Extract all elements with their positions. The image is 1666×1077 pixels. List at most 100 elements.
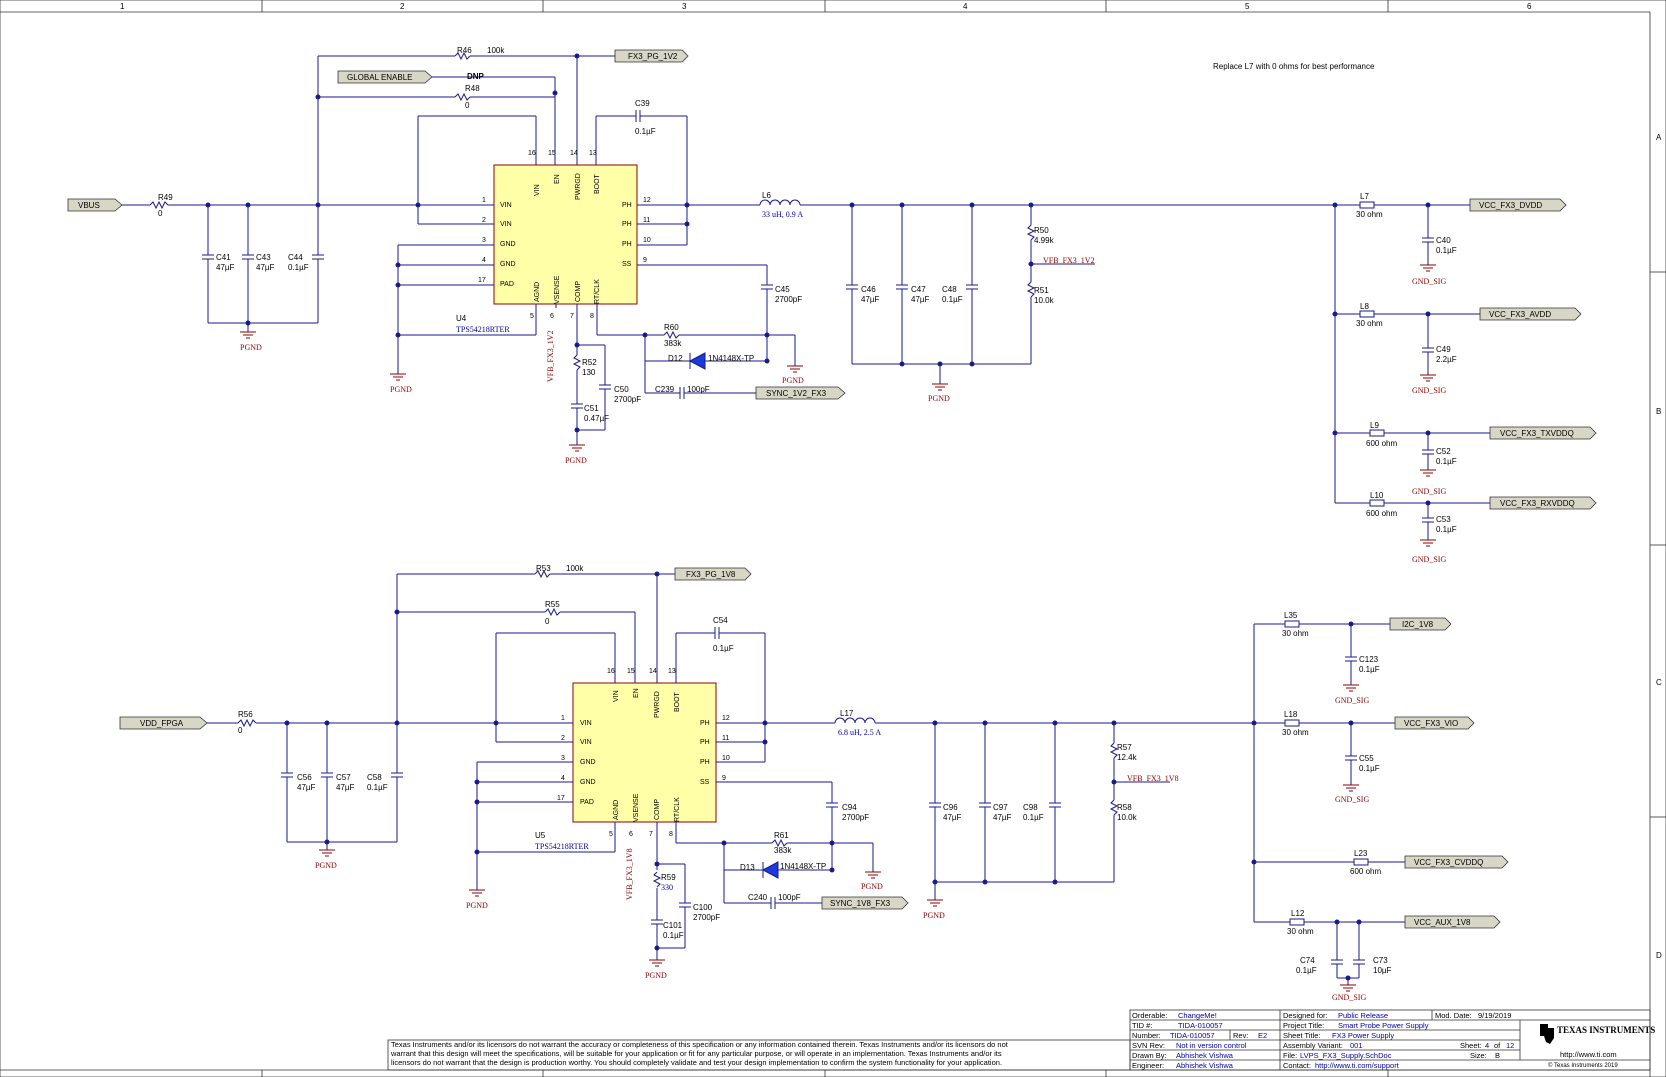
svg-text:0.1µF: 0.1µF [713, 644, 734, 653]
svg-text:2700pF: 2700pF [614, 395, 641, 404]
svg-text:C74: C74 [1300, 956, 1315, 965]
svg-text:RT/CLK: RT/CLK [594, 279, 601, 304]
svg-text:PAD: PAD [500, 281, 514, 288]
svg-text:PGND: PGND [240, 343, 262, 352]
svg-text:10.0k: 10.0k [1117, 813, 1138, 822]
svg-text:4: 4 [482, 257, 486, 264]
svg-text:EN: EN [554, 174, 561, 184]
svg-text:600 ohm: 600 ohm [1366, 439, 1397, 448]
svg-text:C41: C41 [216, 253, 231, 262]
svg-text:Sheet Title:: Sheet Title: [1283, 1031, 1321, 1040]
svg-text:GLOBAL ENABLE: GLOBAL ENABLE [347, 73, 413, 82]
u4-vsense-net: VFB_FX3_1V2 [546, 330, 555, 382]
svg-text:100pF: 100pF [778, 893, 801, 902]
svg-text:VSENSE: VSENSE [554, 275, 561, 304]
svg-text:R60: R60 [664, 323, 679, 332]
svg-text:33 uH, 0.9 A: 33 uH, 0.9 A [762, 210, 803, 219]
svg-text:SS: SS [700, 779, 710, 786]
global-enable-port [337, 70, 433, 84]
disclaimer-line: licensors do not warrant that the design… [391, 1058, 1002, 1067]
design-note: Replace L7 with 0 ohms for best performa… [1213, 62, 1375, 71]
svg-text:VCC_FX3_TXVDDQ: VCC_FX3_TXVDDQ [1500, 429, 1574, 438]
svg-text:C51: C51 [584, 404, 599, 413]
vcc-aux-1v8-port [1404, 915, 1501, 929]
svg-text:PAD: PAD [580, 799, 594, 806]
svg-text:0.1µF: 0.1µF [1436, 525, 1457, 534]
svg-text:PGND: PGND [645, 971, 667, 980]
svg-text:R48: R48 [465, 84, 480, 93]
svg-text:VIN: VIN [500, 221, 512, 228]
svg-text:B: B [1495, 1051, 1500, 1060]
svg-text:17: 17 [557, 795, 565, 802]
svg-text:16: 16 [607, 668, 615, 675]
svg-text:C56: C56 [297, 773, 312, 782]
r49-ref: R49 [158, 193, 173, 202]
svg-text:14: 14 [649, 668, 657, 675]
ti-logo-icon [1540, 1024, 1554, 1044]
svg-text:GND: GND [500, 261, 516, 268]
svg-text:15: 15 [627, 668, 635, 675]
col-label: 3 [682, 2, 687, 11]
sync-1v8-port [821, 896, 909, 910]
svg-text:R59: R59 [661, 873, 676, 882]
svg-text:2700pF: 2700pF [693, 913, 720, 922]
svg-text:11: 11 [722, 735, 729, 742]
svg-text:File:: File: [1283, 1051, 1297, 1060]
svg-text:16: 16 [528, 150, 536, 157]
svg-text:14: 14 [570, 150, 578, 157]
svg-text:13: 13 [668, 668, 676, 675]
svg-text:PH: PH [700, 759, 710, 766]
svg-text:R46: R46 [457, 46, 472, 55]
svg-text:10: 10 [722, 755, 730, 762]
vdd-fpga-port [119, 716, 208, 730]
svg-text:PGND: PGND [923, 911, 945, 920]
svg-text:6.8 uH, 2.5 A: 6.8 uH, 2.5 A [838, 728, 881, 737]
svg-text:0: 0 [238, 726, 243, 735]
svg-text:C54: C54 [713, 616, 728, 625]
svg-text:0.1µF: 0.1µF [663, 931, 684, 940]
svg-text:R52: R52 [582, 358, 597, 367]
disclaimer-line: warrant that this design will meet the s… [390, 1049, 1002, 1058]
u4-ref: U4 [456, 314, 467, 323]
svg-text:PH: PH [622, 221, 632, 228]
svg-text:PGND: PGND [565, 456, 587, 465]
svg-text:0: 0 [545, 617, 550, 626]
svg-text:VCC_FX3_DVDD: VCC_FX3_DVDD [1479, 201, 1542, 210]
svg-text:C73: C73 [1373, 956, 1388, 965]
ti-url: http://www.ti.com [1560, 1050, 1617, 1059]
svg-text:15: 15 [548, 150, 556, 157]
svg-text:VCC_FX3_RXVDDQ: VCC_FX3_RXVDDQ [1500, 499, 1575, 508]
svg-text:VSENSE: VSENSE [633, 793, 640, 822]
svg-text:1N4148X-TP: 1N4148X-TP [780, 862, 826, 871]
svg-text:PGND: PGND [928, 394, 950, 403]
svg-text:12: 12 [643, 197, 651, 204]
svg-text:001: 001 [1350, 1041, 1363, 1050]
svg-text:130: 130 [582, 368, 596, 377]
svg-text:2700pF: 2700pF [842, 813, 869, 822]
svg-text:6: 6 [550, 313, 554, 320]
svg-text:PWRGD: PWRGD [575, 173, 582, 200]
svg-text:PH: PH [622, 202, 632, 209]
svg-text:PGND: PGND [782, 376, 804, 385]
svg-text:LVPS_FX3_Supply.SchDoc: LVPS_FX3_Supply.SchDoc [1300, 1051, 1392, 1060]
svg-text:5: 5 [609, 831, 613, 838]
svg-text:PH: PH [700, 739, 710, 746]
svg-text:2: 2 [561, 735, 565, 742]
svg-text:0.1µF: 0.1µF [1296, 966, 1317, 975]
i2c-1v8-port [1389, 617, 1452, 631]
svg-text:R53: R53 [536, 564, 551, 573]
svg-text:SYNC_1V2_FX3: SYNC_1V2_FX3 [766, 389, 827, 398]
svg-text:7: 7 [649, 831, 653, 838]
svg-text:C48: C48 [942, 285, 957, 294]
svg-text:R50: R50 [1034, 226, 1049, 235]
svg-text:BOOT: BOOT [594, 173, 601, 194]
col-label: 5 [1245, 2, 1250, 11]
svg-text:30 ohm: 30 ohm [1282, 728, 1309, 737]
svg-text:COMP: COMP [654, 799, 661, 820]
svg-text:30 ohm: 30 ohm [1356, 210, 1383, 219]
svg-text:0.1µF: 0.1µF [1359, 764, 1380, 773]
svg-text:C53: C53 [1436, 515, 1451, 524]
svg-text:Number:: Number: [1132, 1031, 1161, 1040]
svg-text:3: 3 [482, 237, 486, 244]
